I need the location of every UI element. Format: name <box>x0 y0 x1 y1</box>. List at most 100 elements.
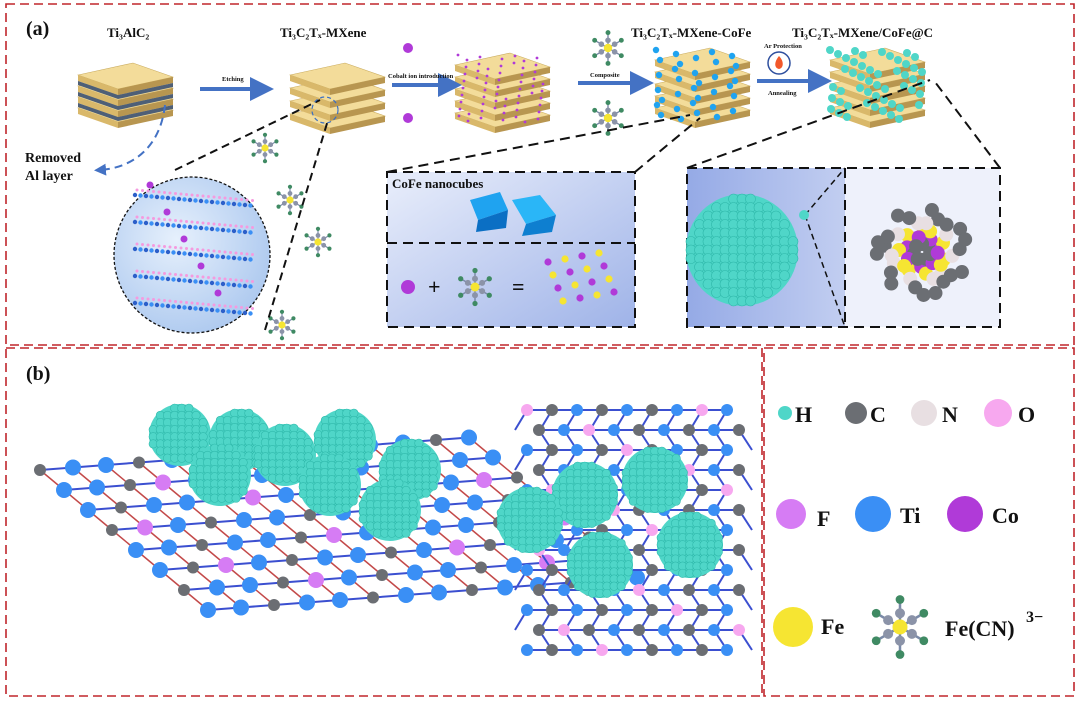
cluster-atom <box>936 274 951 289</box>
layer-side <box>78 75 118 95</box>
iron-atom <box>314 238 322 246</box>
cobalt-ion <box>531 84 535 88</box>
lattice-atom <box>546 604 558 616</box>
nitrogen-atom <box>486 276 492 282</box>
ti-atom <box>165 303 171 309</box>
legend-label-f: F <box>817 506 830 531</box>
terminal-atom <box>234 197 238 201</box>
cobalt-ion <box>180 235 188 243</box>
terminal-atom <box>157 217 161 221</box>
carbon-atom <box>281 200 287 206</box>
cobalt-ion <box>401 280 415 294</box>
terminal-atom <box>207 222 210 225</box>
nitrogen-atom <box>592 123 598 129</box>
lattice-atom <box>546 444 558 456</box>
ti-atom <box>171 223 176 228</box>
zoom-line <box>634 117 701 173</box>
ti-atom <box>193 225 198 230</box>
ti-atom <box>220 254 226 260</box>
lattice-atom <box>596 404 608 416</box>
layer-side <box>495 79 550 97</box>
lattice-atom <box>646 644 658 656</box>
carbon-atom <box>293 194 299 200</box>
h-atom <box>602 588 612 598</box>
cobalt-ion <box>482 95 486 99</box>
lattice-atom <box>633 584 645 596</box>
terminal-atom <box>141 297 144 300</box>
step-ar-protection: Ar Protection <box>764 43 802 50</box>
terminal-atom <box>174 219 177 222</box>
lattice-atom <box>179 494 195 511</box>
nitrogen-atom <box>304 246 309 251</box>
lattice-atom <box>466 584 478 596</box>
lattice-atom <box>146 497 162 513</box>
lattice-atom <box>133 456 145 469</box>
nitrogen-atom <box>605 30 611 36</box>
carbon-sphere <box>916 90 924 98</box>
terminal-atom <box>179 219 183 223</box>
terminal-atom <box>146 216 150 220</box>
legend-swatch-fe <box>773 607 813 647</box>
lattice-atom <box>733 464 745 476</box>
terminal-atom <box>185 193 188 196</box>
terminal-atom <box>223 250 227 254</box>
lattice-atom <box>683 624 695 636</box>
lattice-atom <box>350 547 366 563</box>
ti-atom <box>231 228 237 234</box>
legend-swatch-c <box>845 402 867 424</box>
cobalt-ion <box>537 110 541 114</box>
layer-side <box>455 77 495 97</box>
nitrogen-atom <box>895 650 905 659</box>
ti-atom <box>160 222 165 227</box>
layer-side <box>695 98 750 116</box>
ti-atom <box>215 227 220 232</box>
carbon-atom <box>611 111 618 117</box>
terminal-atom <box>163 218 166 221</box>
lattice-atom <box>629 569 645 586</box>
lattice-atom <box>671 604 683 616</box>
lattice-atom <box>733 504 745 516</box>
ti-atom <box>237 256 242 261</box>
lattice-atom <box>646 404 658 416</box>
cobalt-ion <box>483 88 487 92</box>
terminal-atom <box>201 275 205 279</box>
ti-atom <box>237 202 242 207</box>
ti-atom <box>182 278 187 283</box>
cobalt-ion <box>541 82 545 86</box>
carbon-atom <box>605 122 611 129</box>
layer-side <box>330 90 385 108</box>
nanocube-icon <box>470 192 556 236</box>
cobalt-ion <box>530 91 534 95</box>
carbon-sphere <box>849 69 857 77</box>
layer-side <box>290 114 330 134</box>
carbon-atom <box>883 615 894 626</box>
ti-atom <box>154 221 160 227</box>
lattice-atom <box>708 464 720 476</box>
cobalt-ion <box>533 70 537 74</box>
cobalt-ion <box>477 62 481 66</box>
carbon-sphere <box>844 102 852 110</box>
terminal-atom <box>251 307 254 310</box>
lattice-atom <box>571 404 583 416</box>
carbon-sphere <box>909 75 917 83</box>
legend-label-fe: Fe <box>821 614 844 639</box>
carbon-atom <box>287 191 293 196</box>
cluster-atom <box>928 286 943 301</box>
cobalt-ion <box>516 101 520 105</box>
title-max-phase: Ti₃AlC₂ <box>107 25 149 40</box>
ti-atom <box>149 248 154 253</box>
cluster-atom <box>910 251 925 266</box>
ti-atom <box>226 228 231 233</box>
cobalt-ion <box>403 43 413 53</box>
nitrogen-atom <box>315 226 321 231</box>
h-atom <box>532 543 542 553</box>
removed-al-arrow <box>94 104 166 176</box>
cobalt-ion <box>485 74 489 78</box>
cobalt-ion <box>463 72 467 76</box>
cofe-cube <box>655 71 663 79</box>
cluster-atom <box>902 211 917 226</box>
ti-atom <box>176 304 182 310</box>
iron-atom <box>571 281 579 289</box>
lattice-atom <box>278 487 294 503</box>
terminal-atom <box>135 215 139 219</box>
